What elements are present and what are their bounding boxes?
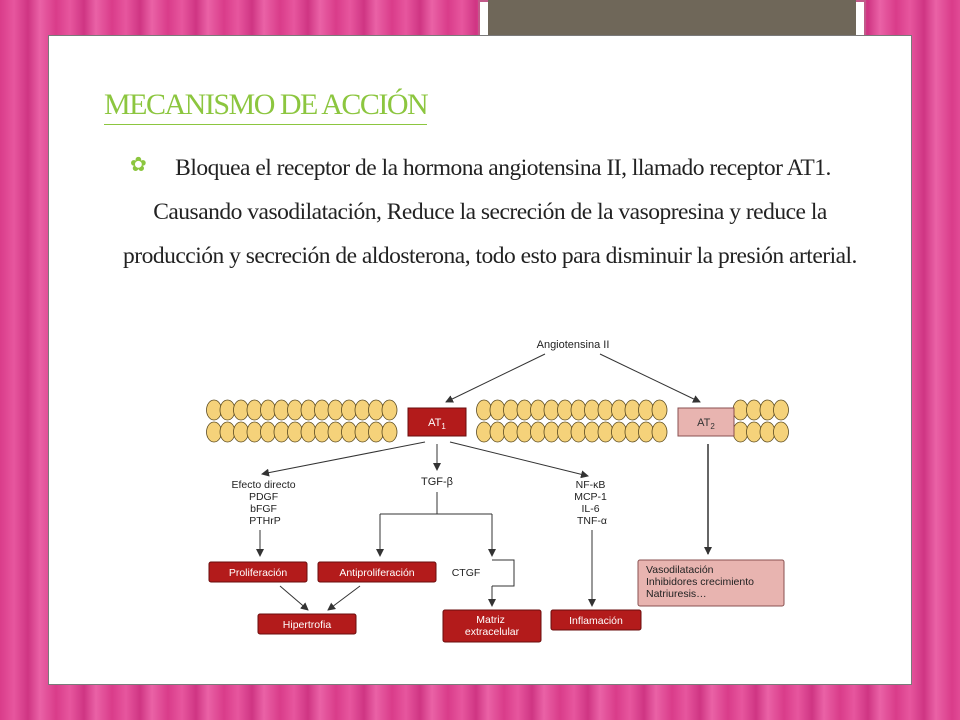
arrow-at1-nfkb bbox=[449, 441, 589, 479]
membrane-lipid bbox=[489, 421, 506, 443]
membrane-lipid bbox=[300, 399, 317, 421]
membrane-lipid bbox=[516, 421, 533, 443]
membrane-lipid bbox=[354, 399, 371, 421]
membrane-lipid bbox=[219, 421, 236, 443]
membrane-lipid bbox=[503, 399, 519, 421]
tgf-beta-label: TGF-β bbox=[421, 476, 453, 488]
membrane-lipid bbox=[611, 421, 627, 443]
slide-title: MECANISMO DE ACCIÓN bbox=[104, 88, 429, 125]
body-paragraph: Bloquea el receptor de la hormona angiot… bbox=[120, 146, 860, 278]
membrane-lipid bbox=[233, 421, 249, 443]
at1-receptor-label: AT1 bbox=[428, 417, 446, 431]
membrane-lipid bbox=[219, 399, 236, 421]
matriz-box bbox=[442, 609, 542, 643]
membrane-lipid bbox=[341, 421, 357, 443]
membrane-lipid bbox=[327, 421, 344, 443]
membrane-lipid bbox=[584, 421, 600, 443]
membrane-lipid bbox=[773, 399, 789, 421]
membrane-lipid bbox=[570, 399, 587, 421]
membrane-lipid bbox=[206, 399, 222, 421]
body-text: Bloquea el receptor de la hormona angiot… bbox=[123, 155, 857, 269]
membrane-lipid bbox=[530, 421, 546, 443]
membrane-lipid bbox=[557, 399, 573, 421]
inflamacion-box bbox=[550, 609, 642, 631]
membrane-lipid bbox=[543, 421, 560, 443]
flower-bullet-icon: ✿ bbox=[130, 154, 147, 176]
mechanism-diagram: Angiotensina II AT1 AT2 Efecto directo P… bbox=[206, 339, 789, 643]
antiproliferacion-box bbox=[317, 561, 437, 583]
hipertrofia-label: Hipertrofia bbox=[283, 619, 332, 631]
membrane-lipid bbox=[246, 421, 263, 443]
membrane-lipid bbox=[300, 421, 317, 443]
inflamacion-label: Inflamación bbox=[569, 615, 623, 627]
membrane-lipid bbox=[206, 421, 222, 443]
membrane-lipid bbox=[287, 399, 303, 421]
antiproliferacion-label: Antiproliferación bbox=[339, 567, 414, 579]
membrane-lipid bbox=[516, 399, 533, 421]
membrane-lipid bbox=[503, 421, 519, 443]
membrane-lipid bbox=[381, 399, 398, 421]
at2-effects-list: Vasodilatación Inhibidores crecimiento N… bbox=[646, 564, 757, 600]
membrane-lipid bbox=[597, 421, 614, 443]
membrane-lipid bbox=[651, 399, 668, 421]
arrow-at1-direct bbox=[261, 441, 426, 477]
membrane-lipid bbox=[273, 399, 290, 421]
membrane-lipid bbox=[651, 421, 668, 443]
membrane-lipid bbox=[287, 421, 303, 443]
membrane-lipid bbox=[624, 421, 641, 443]
membrane-lipid bbox=[368, 399, 384, 421]
membrane-lipid bbox=[341, 399, 357, 421]
arrow-angio-at1 bbox=[445, 353, 546, 403]
at2-receptor-label: AT2 bbox=[697, 417, 715, 431]
ctgf-bracket bbox=[492, 559, 515, 587]
proliferacion-box bbox=[208, 561, 308, 583]
membrane-lipid bbox=[381, 421, 398, 443]
membrane-lipid bbox=[260, 399, 276, 421]
membrane-lipid bbox=[314, 399, 330, 421]
membrane-lipid bbox=[543, 399, 560, 421]
arrow-prolif-hiper bbox=[279, 585, 309, 611]
membrane-lipid bbox=[611, 399, 627, 421]
at2-effects-box bbox=[637, 559, 785, 607]
proliferacion-label: Proliferación bbox=[229, 567, 288, 579]
membrane-lipid bbox=[233, 399, 249, 421]
membrane-lipid bbox=[246, 399, 263, 421]
membrane-lipid bbox=[354, 421, 371, 443]
angiotensin-label: Angiotensina II bbox=[537, 339, 610, 351]
nfkb-list: NF-κB MCP-1 IL-6 TNF-α bbox=[574, 479, 610, 527]
membrane-lipid bbox=[746, 421, 762, 443]
membrane-lipid bbox=[759, 421, 776, 443]
membrane-lipid bbox=[759, 399, 776, 421]
at2-receptor-box bbox=[677, 407, 735, 437]
membrane-lipid bbox=[638, 421, 654, 443]
hipertrofia-box bbox=[257, 613, 357, 635]
membrane-lipid bbox=[732, 399, 749, 421]
arrow-angio-at2 bbox=[599, 353, 701, 403]
membrane-lipid bbox=[597, 399, 614, 421]
membrane-lipid bbox=[570, 421, 587, 443]
membrane-lipid bbox=[624, 399, 641, 421]
cell-membrane bbox=[206, 399, 789, 443]
membrane-lipid bbox=[638, 399, 654, 421]
membrane-lipid bbox=[476, 421, 492, 443]
membrane-lipid bbox=[746, 399, 762, 421]
membrane-lipid bbox=[368, 421, 384, 443]
matriz-label: Matriz extracelular bbox=[465, 614, 520, 638]
at1-receptor-box bbox=[407, 407, 467, 437]
membrane-lipid bbox=[327, 399, 344, 421]
membrane-lipid bbox=[260, 421, 276, 443]
membrane-lipid bbox=[489, 399, 506, 421]
membrane-lipid bbox=[557, 421, 573, 443]
membrane-lipid bbox=[773, 421, 789, 443]
membrane-lipid bbox=[530, 399, 546, 421]
membrane-lipid bbox=[732, 421, 749, 443]
membrane-lipid bbox=[314, 421, 330, 443]
direct-effect-list: Efecto directo PDGF bFGF PTHrP bbox=[231, 479, 298, 527]
ctgf-label: CTGF bbox=[452, 567, 481, 579]
membrane-lipid bbox=[584, 399, 600, 421]
arrow-anti-hiper bbox=[327, 585, 361, 611]
membrane-lipid bbox=[476, 399, 492, 421]
membrane-lipid bbox=[273, 421, 290, 443]
